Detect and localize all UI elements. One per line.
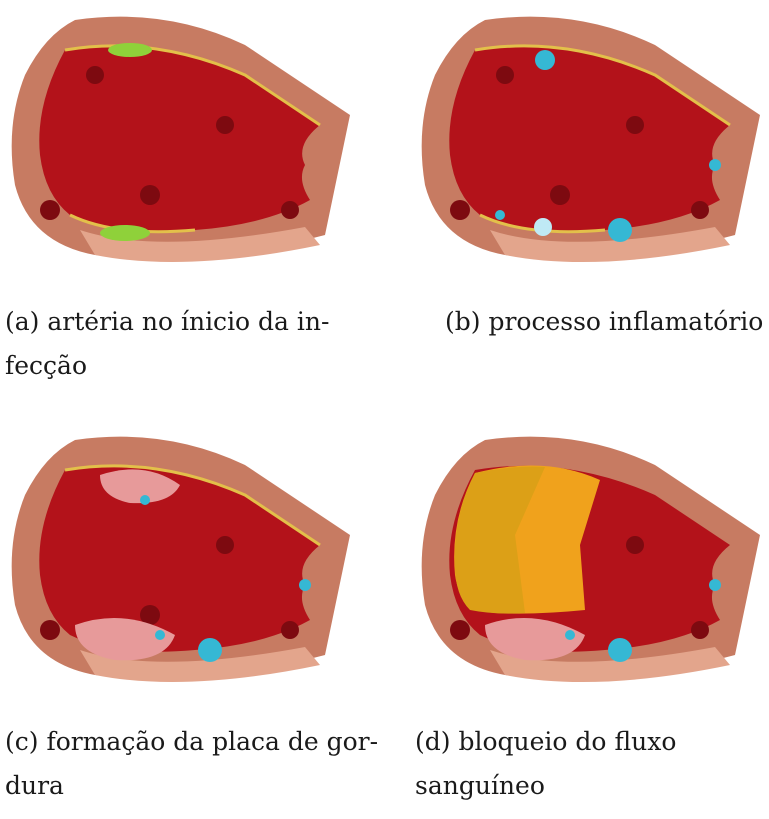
caption-a-line-2: fecção — [5, 344, 350, 388]
artery-illustration-d — [415, 425, 765, 690]
caption-a: (a) artéria no ínicio da in- fecção — [5, 300, 350, 388]
artery-illustration-b — [415, 5, 765, 270]
blockage-mass — [454, 465, 600, 613]
caption-d-word-1: bloqueio — [458, 727, 567, 756]
caption-d: (d) bloqueio do fluxo sanguíneo — [415, 720, 760, 808]
caption-b-line-1: (b) processo inflamatório — [445, 300, 765, 344]
caption-a-line-1: (a) artéria no ínicio da in- — [5, 300, 350, 344]
caption-d-word-2: do — [575, 727, 606, 756]
artery-vessel — [12, 437, 350, 682]
caption-d-line-1: (d) bloqueio do fluxo — [415, 720, 760, 764]
caption-b: (b) processo inflamatório — [445, 300, 765, 344]
caption-c: (c) formação da placa de gor- dura — [5, 720, 350, 808]
caption-d-word-3: fluxo — [614, 727, 676, 756]
caption-c-line-1: (c) formação da placa de gor- — [5, 720, 350, 764]
caption-d-line-2: sanguíneo — [415, 764, 760, 808]
caption-c-line-2: dura — [5, 764, 350, 808]
artery-illustration-c — [5, 425, 355, 690]
artery-illustration-a — [5, 5, 355, 270]
artery-vessel — [422, 17, 760, 262]
artery-vessel — [12, 17, 350, 262]
